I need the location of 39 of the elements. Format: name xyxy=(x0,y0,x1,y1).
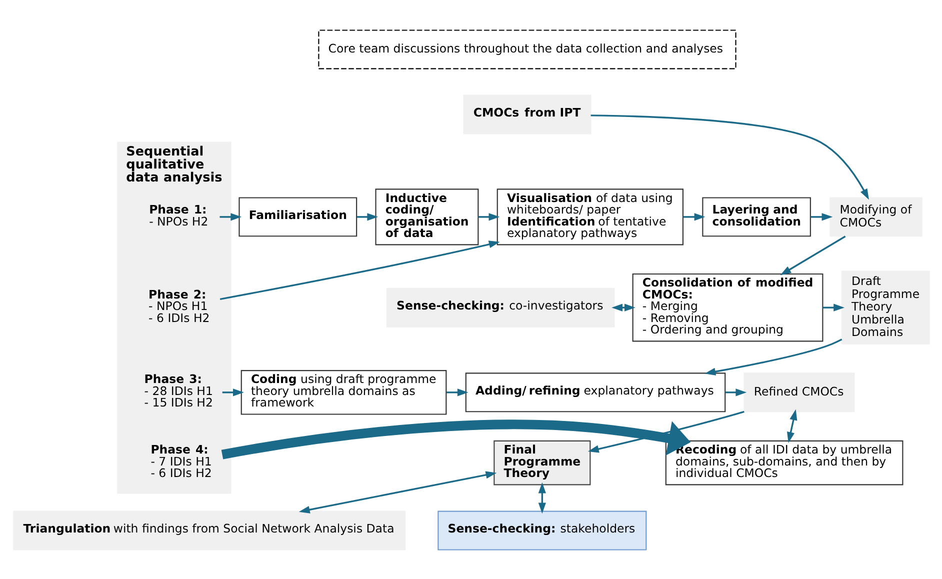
node-box: Coding using draft programme theory umbrella domains as framework xyxy=(240,370,446,414)
arrow xyxy=(222,388,244,396)
node-box: CMOCs from IPT xyxy=(462,94,591,134)
node-box: Final Programme Theory xyxy=(493,440,590,485)
node-box: Familiarisation xyxy=(238,196,357,236)
node-text: Phase 2: - NPOs H1 - 6 IDIs H2 xyxy=(148,286,210,324)
arrow xyxy=(780,235,846,275)
arrow xyxy=(682,212,705,220)
arrow xyxy=(704,338,842,375)
arrow xyxy=(538,482,546,514)
arrow xyxy=(810,212,832,220)
arrow xyxy=(822,303,844,311)
arrow xyxy=(220,419,690,459)
arrow xyxy=(587,410,744,452)
node-text: Phase 4: - 7 IDIs H1 - 6 IDIs H2 xyxy=(150,442,212,480)
node-text: Phase 3: - 28 IDIs H1 - 15 IDIs H2 xyxy=(144,372,212,410)
arrow xyxy=(446,388,468,396)
node-box: Adding/ refining explanatory pathways xyxy=(464,372,726,412)
node-box: Layering and consolidation xyxy=(702,196,810,236)
node-box: Visualisation of data using whiteboards/ paper Identification of tentative explanatory pathways xyxy=(496,188,683,245)
arrow xyxy=(724,388,746,396)
node-box: Inductive coding/ organisation of data xyxy=(374,188,478,245)
node-box: Draft Programme Theory Umbrella Domains xyxy=(840,270,930,344)
node-box: Core team discussions throughout the data collection and analyses xyxy=(318,29,736,69)
arrow xyxy=(356,212,378,220)
arrow xyxy=(478,212,500,220)
node-box: Triangulation with findings from Social Network Analysis Data xyxy=(12,510,406,550)
arrow xyxy=(298,470,496,513)
node-box: Modifying of CMOCs xyxy=(829,196,922,236)
arrow xyxy=(786,408,797,442)
arrow xyxy=(219,240,500,300)
node-box: Consolidation of modified CMOCs: - Merging - Removing - Ordering and grouping xyxy=(632,272,823,342)
node-text: Phase 1: - NPOs H2 xyxy=(148,202,208,228)
arrow xyxy=(219,212,242,220)
node-box: Refined CMOCs xyxy=(743,372,854,412)
arrow xyxy=(590,114,868,200)
node-box: Sense-checking: co-investigators xyxy=(386,287,614,327)
arrow xyxy=(611,303,635,311)
node-box: Sense-checking: stakeholders xyxy=(437,510,646,550)
